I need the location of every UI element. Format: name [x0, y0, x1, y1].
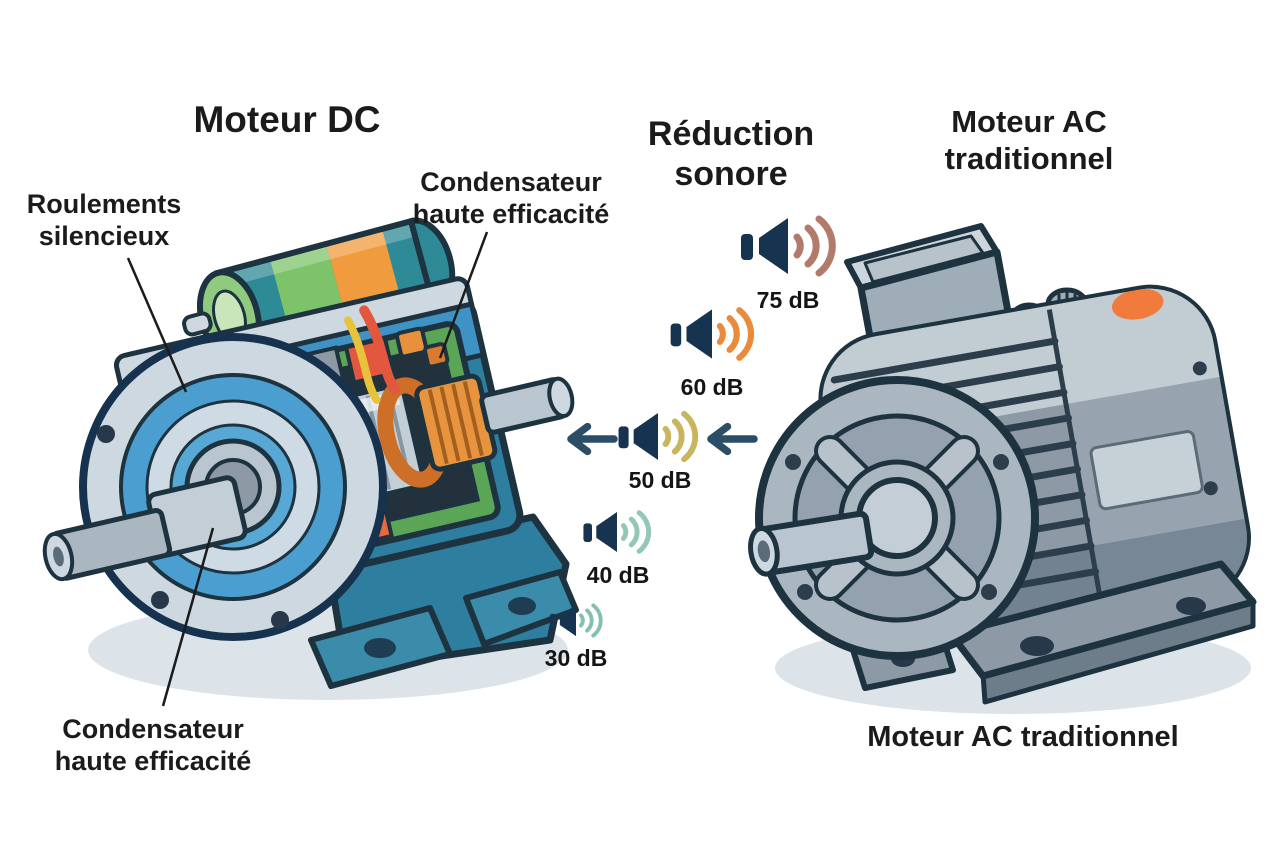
arrow-left-outer-icon — [567, 422, 618, 456]
speaker-body — [549, 604, 576, 637]
title-ac-motor-line1: Moteur AC — [951, 104, 1107, 139]
label-60db: 60 dB — [680, 374, 744, 400]
label-50db: 50 dB — [628, 467, 692, 493]
callout-bearings-line1: Roulements — [26, 189, 182, 219]
callout-bearings-line2: silencieux — [38, 220, 170, 251]
speaker-40db-icon — [583, 510, 652, 554]
ac-end-bell — [748, 376, 1039, 660]
speaker-60db-icon — [670, 307, 755, 361]
callout-capacitor-bottom-line2: haute efficacité — [54, 745, 252, 776]
dc-commutator — [414, 373, 498, 472]
sound-waves — [793, 215, 836, 277]
title-ac-motor: Moteur AC traditionnel — [945, 104, 1114, 177]
title-dc-motor-text: Moteur DC — [193, 99, 381, 140]
title-noise-reduction: Réduction sonore — [648, 114, 814, 194]
dc-capacitor-highlight — [217, 221, 416, 289]
ac-nameplate — [1089, 429, 1204, 511]
speaker-body — [741, 218, 788, 274]
callout-capacitor-top: Condensateur haute efficacité — [413, 167, 610, 231]
label-40db: 40 dB — [586, 562, 650, 588]
dc-foot-hole-2 — [508, 597, 536, 615]
speaker-50db-icon — [618, 410, 699, 463]
dc-shaft-rear — [479, 376, 575, 435]
title-dc-motor: Moteur DC — [193, 98, 380, 142]
callout-capacitor-bottom: Condensateur haute efficacité — [55, 714, 252, 778]
label-30db: 30 dB — [544, 645, 608, 671]
dc-wires — [344, 305, 400, 404]
speaker-body — [583, 512, 617, 552]
speaker-body — [670, 309, 712, 359]
caption-ac-motor-text: Moteur AC traditionnel — [867, 721, 1179, 753]
caption-ac-motor: Moteur AC traditionnel — [867, 720, 1178, 754]
ac-body-bolt-2 — [1203, 481, 1218, 496]
dc-flange-bolt — [97, 425, 115, 443]
ac-motor-illustration — [748, 223, 1258, 714]
callout-capacitor-top-line1: Condensateur — [420, 167, 602, 197]
ac-motor-feet — [850, 560, 1257, 705]
speaker-body — [618, 412, 658, 461]
ac-body-seam — [1046, 309, 1106, 614]
dc-flange-bolt-3 — [271, 611, 289, 629]
sound-waves — [716, 307, 755, 361]
leader-line-capacitor-bottom — [161, 527, 215, 707]
ac-shaft — [748, 510, 875, 577]
ac-body-bolt — [1192, 361, 1207, 376]
sound-waves — [579, 603, 603, 638]
ac-orange-dot — [1111, 288, 1164, 320]
speaker-30db-icon — [549, 603, 603, 638]
callout-bearings: Roulements silencieux — [27, 189, 182, 253]
dc-flange-bolt-2 — [151, 591, 169, 609]
sound-waves — [662, 410, 699, 463]
dc-component-cube — [395, 326, 429, 359]
sound-waves — [620, 510, 652, 554]
title-noise-reduction-line2: sonore — [674, 155, 788, 194]
leader-line-capacitor-top — [438, 231, 489, 359]
leader-line-bearings — [126, 257, 188, 393]
label-75db: 75 dB — [756, 287, 820, 313]
arrow-left-inner-icon — [707, 422, 758, 456]
speaker-75db-icon — [741, 215, 836, 277]
dc-motor-illustration — [42, 217, 579, 700]
dc-foot-hole — [364, 638, 396, 658]
callout-capacitor-top-line2: haute efficacité — [412, 198, 610, 229]
title-ac-motor-line2: traditionnel — [944, 140, 1114, 176]
dc-shaft-front — [42, 475, 248, 582]
title-noise-reduction-line1: Réduction — [647, 115, 815, 153]
dc-component-cube-2 — [422, 342, 450, 369]
callout-capacitor-bottom-line1: Condensateur — [62, 714, 244, 744]
dc-capacitor-terminal — [182, 311, 213, 337]
